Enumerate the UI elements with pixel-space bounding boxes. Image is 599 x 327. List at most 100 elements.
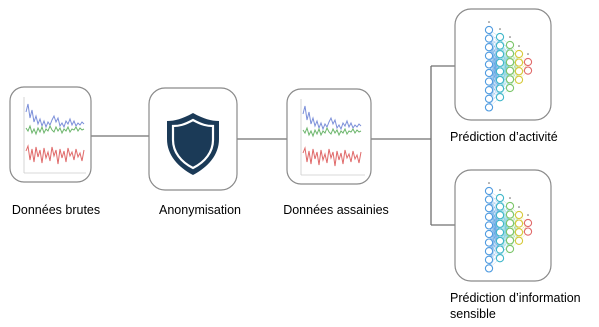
nn-edge [499, 205, 511, 233]
sanitized-data-node [286, 88, 372, 185]
nn-node [484, 77, 494, 86]
nn-node [495, 245, 505, 254]
nn-node [505, 75, 515, 84]
nn-node [495, 41, 505, 50]
nn-edge [488, 79, 501, 108]
nn-node [484, 34, 494, 43]
nn-node [484, 43, 494, 52]
nn-node [514, 210, 524, 220]
nn-edge [499, 70, 511, 98]
nn-node [484, 238, 494, 247]
nn-node [514, 228, 524, 237]
raw-data-node [9, 86, 92, 183]
nn-node [484, 212, 494, 221]
nn-node [495, 75, 505, 85]
nn-node [514, 58, 524, 67]
nn-node [495, 211, 505, 220]
nn-node [505, 58, 515, 67]
nn-layer-marker [509, 36, 511, 38]
neural-network-icon [484, 21, 533, 112]
shield-icon [167, 113, 219, 175]
nn-edge [499, 44, 511, 72]
nn-node [495, 236, 505, 246]
nn-edge [509, 53, 520, 80]
nn-node [484, 229, 494, 239]
nn-edge [509, 62, 520, 89]
nn-node [495, 93, 505, 102]
nn-node [505, 40, 515, 50]
nn-node [505, 83, 515, 93]
nn-edge [509, 223, 520, 250]
connectors [91, 65, 455, 226]
nn-node [523, 218, 533, 228]
nn-node [495, 50, 505, 59]
nn-layer-marker [527, 214, 529, 216]
nn-node [495, 67, 505, 76]
nn-layer-marker [518, 206, 520, 208]
nn-edge [488, 36, 501, 65]
anonymization-label: Anonymisation [159, 203, 241, 217]
nn-edge [488, 197, 501, 226]
nn-node [495, 84, 505, 93]
nn-node [523, 227, 533, 236]
nn-node [514, 219, 524, 228]
nn-node [495, 202, 505, 211]
nn-layer-marker [509, 197, 511, 199]
anonymization-node [148, 87, 238, 191]
neural-network-icon [484, 182, 533, 273]
activity-prediction-node [454, 8, 552, 121]
nn-layer-marker [499, 189, 501, 191]
nn-node [484, 60, 494, 69]
nn-edge [488, 240, 501, 269]
sanitized-data-box [286, 88, 372, 185]
nn-node [514, 49, 524, 59]
sensitive-prediction-node [454, 169, 552, 282]
nn-node [514, 236, 524, 245]
nn-node [484, 68, 494, 78]
nn-node [484, 94, 494, 103]
nn-layer-marker [527, 53, 529, 55]
nn-node [495, 228, 505, 237]
nn-node [523, 66, 533, 75]
nn-node [484, 247, 494, 256]
nn-node [484, 186, 494, 196]
raw-data-label: Données brutes [11, 203, 101, 217]
nn-node [523, 57, 533, 67]
nn-node [505, 244, 515, 254]
nn-node [484, 255, 494, 264]
nn-node [505, 49, 515, 58]
nn-node [505, 227, 515, 236]
nn-node [484, 195, 494, 204]
sensitive-prediction-label: Prédiction d’information sensible [450, 291, 581, 321]
nn-layer-marker [488, 21, 490, 23]
activity-prediction-label: Prédiction d’activité [450, 130, 558, 144]
nn-edge [509, 214, 520, 241]
nn-node [484, 204, 494, 213]
signal-plot-icon [300, 99, 365, 176]
raw-data-box [9, 86, 92, 183]
nn-node [505, 66, 515, 75]
nn-node [484, 103, 494, 112]
nn-layer-marker [488, 182, 490, 184]
nn-layer-marker [499, 28, 501, 30]
nn-node [505, 210, 515, 219]
nn-node [495, 219, 505, 228]
nn-node [495, 193, 505, 203]
sanitized-data-label: Données assainies [283, 203, 389, 217]
nn-node [484, 264, 494, 273]
nn-node [484, 86, 494, 95]
nn-node [495, 254, 505, 263]
nn-node [484, 25, 494, 35]
nn-node [484, 221, 494, 230]
signal-plot-icon [23, 97, 86, 174]
nn-node [505, 201, 515, 211]
nn-node [495, 58, 505, 67]
nn-node [514, 75, 524, 84]
nn-layer-marker [518, 45, 520, 47]
nn-node [484, 51, 494, 60]
nn-edge [499, 231, 511, 259]
nn-node [495, 32, 505, 42]
nn-node [505, 219, 515, 228]
nn-node [514, 67, 524, 76]
